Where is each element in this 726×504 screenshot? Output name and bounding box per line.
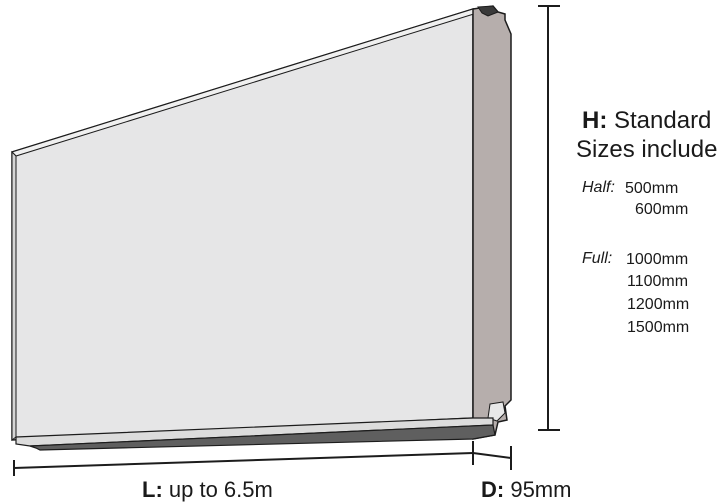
length-value: up to 6.5m [162,477,273,502]
full-size-value: 1100mm [627,273,689,290]
height-heading-line2: Sizes include [576,136,718,163]
half-size-value: 600mm [635,201,689,218]
half-size-label: Half: [582,179,615,196]
panel-left-bevel [11,150,17,441]
height-heading-rest: Standard [607,107,712,134]
depth-prefix: D: [481,477,505,502]
panel-bottom-base [29,424,496,451]
length-prefix: L: [142,477,163,502]
half-size-value: 500mm [625,180,679,197]
panel-top-tongue [477,5,499,17]
depth-value: 95mm [504,477,572,502]
length-label: L: up to 6.5m [142,479,273,501]
height-heading-line1: H: Standard [582,109,711,133]
depth-label: D: 95mm [481,479,571,501]
length-dimension-line [13,452,474,469]
depth-dimension-line [472,452,512,459]
full-size-value: 1500mm [627,319,690,336]
height-prefix: H: [582,107,608,134]
full-size-label: Full: [582,250,613,267]
full-size-value: 1200mm [627,296,690,313]
panel-front-face [11,7,474,441]
full-size-value: 1000mm [626,251,689,268]
panel-side-face [472,5,512,440]
panel-bottom-groove [487,401,506,422]
